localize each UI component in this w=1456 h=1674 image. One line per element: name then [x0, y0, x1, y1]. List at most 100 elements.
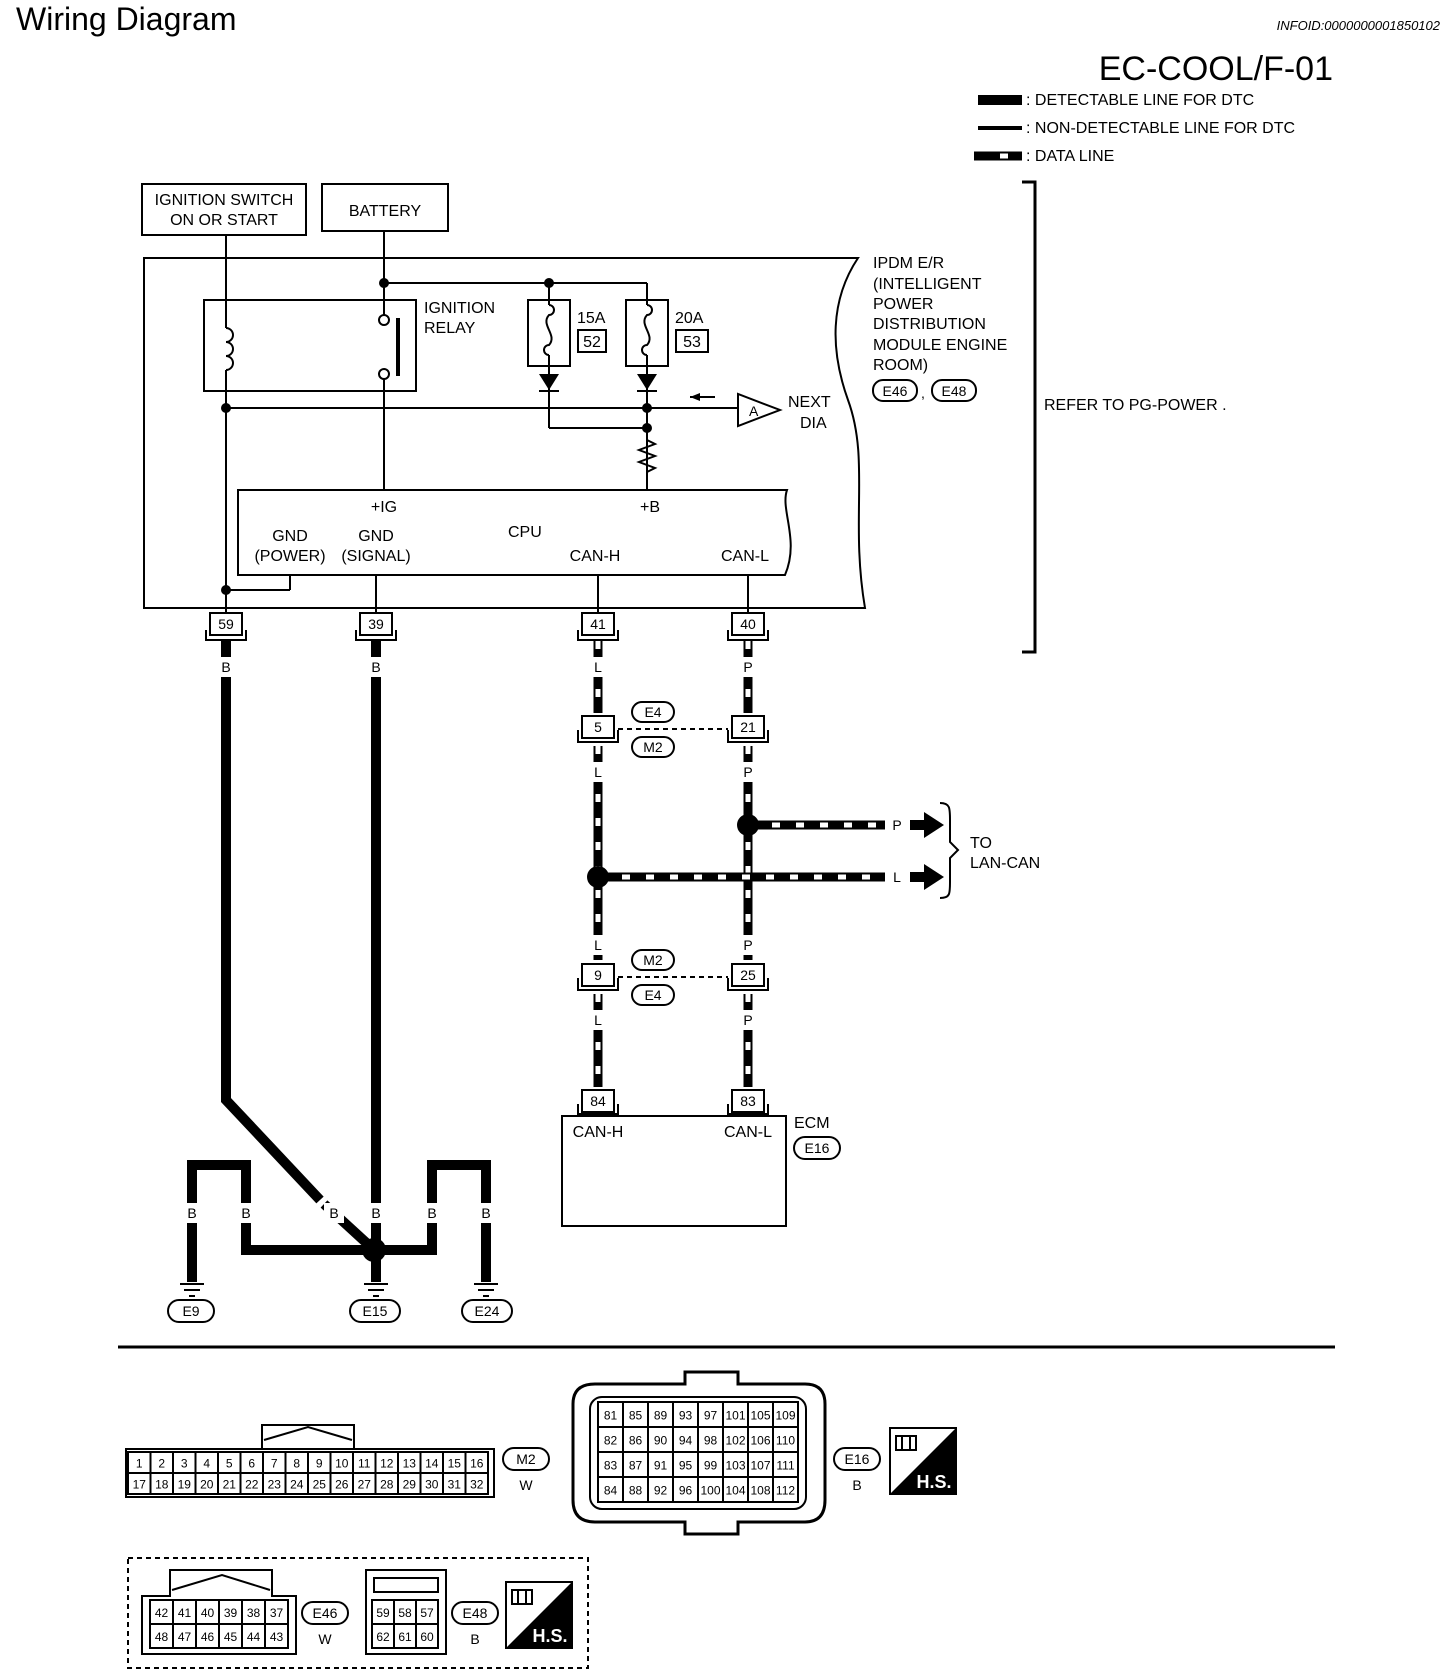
e16-cell [672, 1426, 699, 1453]
gnd-power-label-2: (POWER) [254, 548, 325, 565]
m2-pin-label: 31 [448, 1478, 462, 1492]
joint-pin-9-label: 9 [594, 967, 602, 983]
wire-color-l: L [893, 869, 901, 885]
joint-pin-5-label: 5 [594, 719, 602, 735]
hs-badge: H.S. [505, 1581, 573, 1649]
e48-pin-label: 60 [420, 1630, 434, 1644]
fuse-20a-icon [641, 304, 653, 356]
m2-pin-label: 32 [470, 1478, 484, 1492]
e16-pin-label: 96 [679, 1484, 693, 1498]
wire-color-l: L [594, 1012, 602, 1028]
wire-color-b: B [427, 1205, 436, 1221]
fuse-15a-icon [543, 304, 555, 356]
e46-pin-label: 42 [155, 1606, 169, 1620]
ipdm-connector-e48: E48 [942, 383, 967, 399]
e16-pin-label: 107 [750, 1459, 770, 1473]
ipdm-connector-group [127, 1557, 589, 1669]
legend-data-label: : DATA LINE [1026, 148, 1114, 165]
e46-pin-label: 37 [270, 1606, 284, 1620]
m2-key-mark [263, 1425, 353, 1441]
e48-housing [365, 1569, 447, 1655]
e46-housing [141, 1569, 297, 1655]
e16-cell [747, 1476, 774, 1503]
junction-dot [221, 585, 231, 595]
gnd-signal-label-2: (SIGNAL) [341, 548, 410, 565]
gnd-power-label-1: GND [272, 528, 308, 545]
e16-pin-label: 91 [654, 1459, 668, 1473]
e46-pin-label: 44 [247, 1630, 261, 1644]
m2-pin-label: 15 [448, 1457, 462, 1471]
wire-color-l: L [594, 764, 602, 780]
e16-pin-label: 89 [654, 1409, 668, 1423]
fuse-15a-rating: 15A [577, 310, 606, 327]
can-h-splice-dot [587, 866, 609, 888]
m2-pin-label: 4 [203, 1457, 210, 1471]
m2-pin-label: 12 [380, 1457, 394, 1471]
lan-can-brace [939, 802, 960, 899]
m2-cell [464, 1472, 489, 1495]
ipdm-name-2: (INTELLIGENT [873, 276, 982, 293]
m2-pin-label: 8 [293, 1457, 300, 1471]
e16-pin-label: 106 [750, 1434, 770, 1448]
joint-pin-25-label: 25 [740, 967, 756, 983]
e48-pin-label: 62 [376, 1630, 390, 1644]
e46-cell [264, 1623, 289, 1649]
e16-pin-label: 112 [776, 1484, 795, 1498]
m2-pin-label: 18 [155, 1478, 169, 1492]
gnd-signal-label-1: GND [358, 528, 394, 545]
e16-cell [597, 1451, 624, 1478]
refer-bracket [1022, 180, 1037, 654]
e16-cell [772, 1476, 799, 1503]
ecm-pin-83: 83 [727, 1089, 769, 1115]
e16-cell [647, 1426, 674, 1453]
e46-pin-label: 43 [270, 1630, 284, 1644]
harness-side-icon [895, 1435, 917, 1451]
e16-cell [697, 1476, 724, 1503]
e48-pin-label: 59 [376, 1606, 390, 1620]
ecm-pin-83-label: 83 [740, 1093, 756, 1109]
m2-pin-label: 13 [403, 1457, 417, 1471]
ground-symbol-icon [474, 1283, 498, 1297]
hs-label: H.S. [916, 1472, 951, 1492]
wire-color-b: B [187, 1205, 196, 1221]
e46-pin-label: 38 [247, 1606, 261, 1620]
joint-upper-top-label: E4 [644, 704, 661, 720]
next-dia-label-2: DIA [800, 415, 827, 432]
joint-upper-bottom-label: M2 [643, 739, 663, 755]
legend: : DETECTABLE LINE FOR DTC : NON-DETECTAB… [974, 92, 1295, 165]
ground-e24-badge [461, 1299, 513, 1323]
e16-pin-label: 104 [725, 1484, 745, 1498]
wire-color-p: P [743, 764, 752, 780]
fuse-15a-diode-icon [539, 374, 559, 390]
e16-cell [747, 1426, 774, 1453]
joint-pin-5: 5 [577, 715, 619, 743]
m2-housing-tab [261, 1424, 355, 1449]
e16-pin-label: 100 [700, 1484, 720, 1498]
cpu-can-l-label: CAN-L [721, 548, 769, 565]
ground-e9-label: E9 [182, 1303, 199, 1319]
next-dia-label-1: NEXT [788, 394, 831, 411]
ipdm-pin-40: 40 [727, 612, 769, 641]
cpu-box [237, 489, 792, 576]
e48-pin-label: 61 [398, 1630, 412, 1644]
info-id: INFOID:0000000001850102 [1277, 18, 1441, 33]
e16-pin-label: 98 [704, 1434, 718, 1448]
ipdm-connector-e48-badge [931, 379, 977, 402]
ipdm-name-5: MODULE ENGINE [873, 337, 1007, 354]
e16-pin-label: 97 [704, 1409, 718, 1423]
e48-key-mark [373, 1577, 439, 1593]
wire-color-p: P [743, 1012, 752, 1028]
e48-pin-label: 57 [420, 1606, 434, 1620]
m2-pin-label: 27 [358, 1478, 372, 1492]
e16-color: B [852, 1477, 861, 1493]
cpu-label: CPU [508, 524, 542, 541]
e16-pin-label: 101 [725, 1409, 745, 1423]
e16-pin-label: 88 [629, 1484, 643, 1498]
ipdm-pin-59: 59 [205, 612, 247, 641]
ecm-box [561, 1115, 787, 1227]
